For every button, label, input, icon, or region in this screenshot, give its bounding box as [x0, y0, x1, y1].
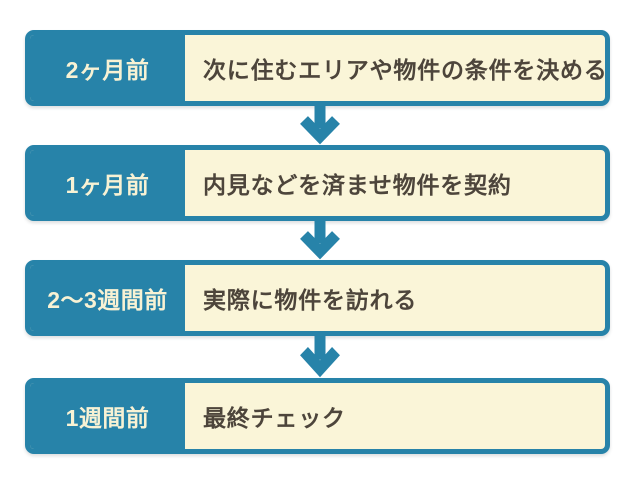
flow-step-1-task: 次に住むエリアや物件の条件を決める	[203, 57, 608, 83]
flow-step-4-time: 1週間前	[30, 383, 185, 449]
flow-step-2-task: 内見などを済ませ物件を契約	[203, 172, 512, 198]
flow-step-3: 2〜3週間前 実際に物件を訪れる	[25, 260, 610, 336]
flow-step-3-time: 2〜3週間前	[30, 265, 185, 331]
flow-step-3-task: 実際に物件を訪れる	[203, 287, 418, 313]
flow-step-1: 2ヶ月前 次に住むエリアや物件の条件を決める	[25, 30, 610, 106]
flow-step-2-time: 1ヶ月前	[30, 150, 185, 216]
flow-step-4: 1週間前 最終チェック	[25, 378, 610, 454]
flow-step-1-time: 2ヶ月前	[30, 35, 185, 101]
flow-step-4-task: 最終チェック	[203, 405, 346, 431]
flow-step-2: 1ヶ月前 内見などを済ませ物件を契約	[25, 145, 610, 221]
down-arrow-icon	[300, 105, 340, 146]
down-arrow-icon	[300, 220, 340, 261]
down-arrow-icon	[300, 335, 340, 379]
